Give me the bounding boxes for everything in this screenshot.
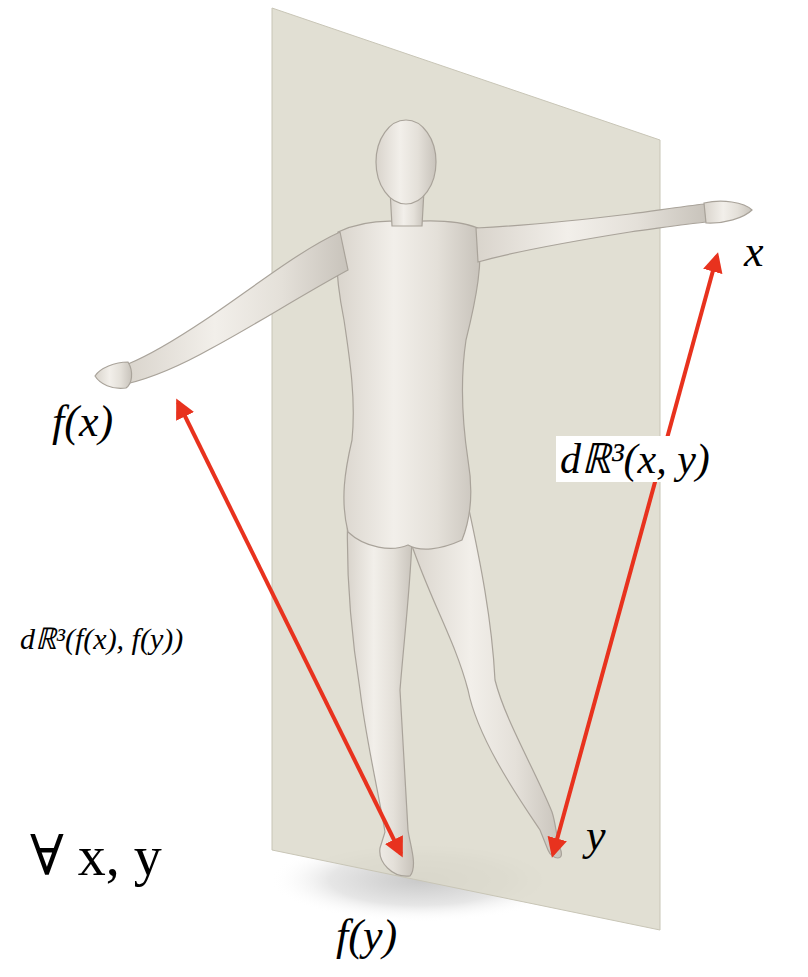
distance-arrow — [553, 256, 717, 854]
math-label: f(x) — [52, 398, 113, 446]
math-label: dℝ³(f(x), f(y)) — [16, 622, 187, 655]
math-label: f(y) — [336, 912, 397, 960]
math-label: ∀ x, y — [30, 826, 162, 888]
math-label: x — [744, 228, 764, 276]
math-label: y — [586, 812, 606, 860]
math-label: dℝ³(x, y) — [556, 436, 714, 482]
distance-arrow — [178, 402, 401, 854]
human-figure — [95, 120, 752, 876]
